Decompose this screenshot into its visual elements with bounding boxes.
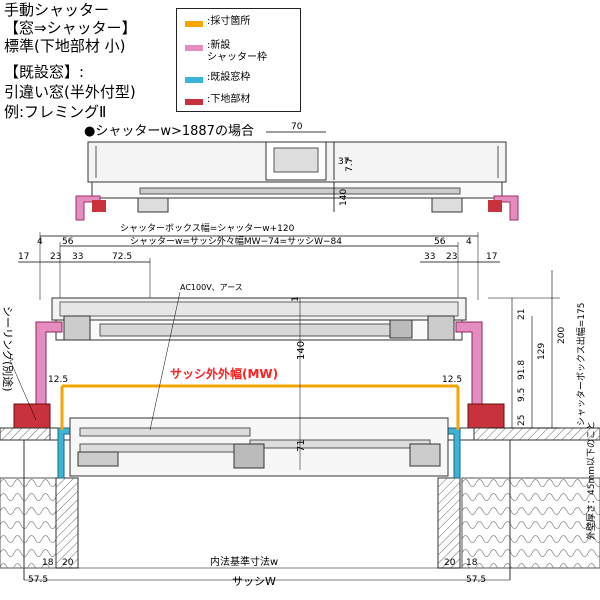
box-top-inner [59, 301, 459, 317]
measure-label: サッシ外外幅(MW) [170, 366, 278, 381]
legend-swatch-old-frame [185, 77, 203, 83]
bracket-right [427, 315, 455, 341]
sash-end-right [409, 443, 441, 467]
box-depth-label: シャッターボックス出幅=175 [575, 303, 587, 426]
box-width-label: シャッターボックス幅=シャッターw+120 [120, 222, 295, 234]
title-line-3: 標準(下地部材 小) [4, 37, 126, 55]
dim-18-right: 18 [466, 558, 478, 568]
overview-center-inner [273, 147, 319, 173]
dim-140: 140 [296, 341, 307, 360]
existing-window-example: 例:フレミングⅡ [4, 103, 107, 121]
dim-33-left: 33 [72, 252, 83, 262]
dim-56-right: 56 [434, 237, 446, 247]
sash-rail-1 [79, 427, 251, 437]
sash-w-label: サッシW [232, 575, 276, 588]
dim-57-5-left: 57.5 [28, 575, 48, 585]
dim-72-5: 72.5 [112, 252, 132, 262]
dim-18-left: 18 [42, 558, 54, 568]
dim-200: 200 [557, 327, 567, 344]
dim-20-right: 20 [444, 558, 456, 568]
dim-1: 1 [291, 296, 301, 302]
dim-4-right: 4 [466, 237, 472, 247]
existing-window [57, 417, 461, 479]
legend-swatch-measure [185, 21, 203, 27]
dim-21: 21 [517, 309, 527, 320]
shutter-box [51, 297, 467, 341]
dim-12-5-right: 12.5 [442, 375, 462, 385]
dim-top-37: 37 [338, 157, 349, 167]
slat-roll [99, 323, 411, 337]
right-dims: 21 129 91.8 9.5 25 200 シャッターボックス出幅=175 外… [488, 270, 597, 540]
existing-window-type: 引違い窓(半外付型) [4, 83, 136, 101]
dim-57-5-right: 57.5 [466, 575, 486, 585]
wall-thickness-note: 外壁厚さ：45mm以下のこと [585, 421, 597, 540]
overview-base-left [92, 200, 106, 212]
legend-label-base: :下地部材 [207, 94, 251, 105]
sash-end-left [77, 451, 119, 467]
legend-swatch-base [185, 99, 203, 105]
inner-width-label: 内法基準寸法w [210, 555, 278, 568]
title-line-1: 手動シャッター [4, 1, 110, 19]
sealing-label: シーリング(別途) [1, 306, 15, 392]
base-member-left [13, 403, 51, 429]
dim-20-left: 20 [62, 558, 74, 568]
dim-91-8: 91.8 [517, 360, 527, 380]
insulation-right [461, 477, 600, 569]
sash-rail-3 [249, 439, 431, 449]
dim-23-left: 23 [50, 252, 61, 262]
overview-bracket-right [431, 197, 463, 213]
legend: :採寸箇所 :新設 シャッター枠 :既設窓枠 :下地部材 [176, 8, 301, 112]
dim-17-right: 17 [486, 252, 497, 262]
dim-top-7-7: 7.7 [345, 158, 355, 172]
ac-leader [149, 291, 181, 431]
overview-base-right [488, 200, 502, 212]
insulation-left [0, 477, 57, 569]
dim-9-5: 9.5 [517, 388, 527, 402]
legend-label-new-frame: :新設 シャッター枠 [207, 40, 267, 63]
case-note: ●シャッターw>1887の場合 [84, 124, 254, 139]
legend-label-measure: :採寸箇所 [207, 16, 251, 27]
stud-right [437, 477, 461, 569]
base-member-right [467, 403, 505, 429]
legend-swatch-new-frame [185, 45, 203, 51]
dim-71: 71 [296, 439, 307, 452]
ac-label: AC100V、アース [180, 283, 243, 292]
overview-drawing: 70 37 7.7 140 [75, 122, 519, 221]
sash-rail-2 [79, 443, 251, 453]
dim-17-left: 17 [18, 252, 29, 262]
wall-hatch-left [0, 427, 51, 441]
dim-56-left: 56 [62, 237, 74, 247]
dim-25: 25 [517, 415, 527, 426]
dim-top-70: 70 [291, 122, 303, 132]
dim-top-140: 140 [339, 189, 349, 206]
title-line-2: 【窓⇒シャッター】 [4, 19, 137, 37]
bottom-dims: 内法基準寸法w サッシW 18 18 20 20 57.5 57.5 [24, 555, 510, 588]
shutter-w-label: シャッターw=サッシ外々幅MW−74=サッシW−84 [130, 235, 342, 247]
wall-hatch-right [473, 427, 600, 441]
bracket-mid [389, 319, 413, 339]
stud-left [55, 477, 79, 569]
overview-slat [139, 187, 461, 195]
legend-label-old-frame: :既設窓枠 [207, 72, 251, 83]
sealing-leader [9, 359, 37, 421]
dim-33-right: 33 [424, 252, 435, 262]
existing-window-heading: 【既設窓】: [4, 63, 85, 81]
dim-12-5-left: 12.5 [48, 375, 68, 385]
dim-23-right: 23 [446, 252, 457, 262]
overview-bracket-left [137, 197, 169, 213]
lock-unit [233, 443, 265, 469]
dimension-chain: シャッターボックス幅=シャッターw+120 シャッターw=サッシ外々幅MW−74… [18, 222, 500, 300]
bracket-left [63, 315, 91, 341]
dim-129: 129 [537, 343, 547, 360]
